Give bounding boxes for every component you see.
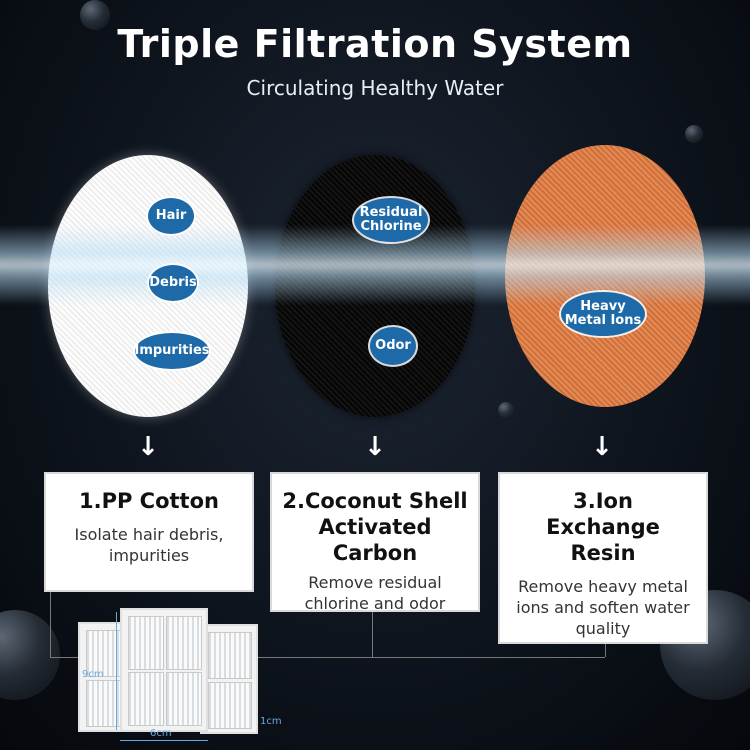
tag-impurities: Impurities xyxy=(134,333,210,369)
connector-line xyxy=(372,612,373,657)
bubble-decoration xyxy=(498,402,514,418)
bubble-decoration xyxy=(0,610,60,700)
card-description: Remove heavy metal ions and soften water… xyxy=(516,577,690,638)
arrow-down-icon: ↓ xyxy=(591,432,613,462)
filter-cartridge-front xyxy=(120,608,208,732)
card-description: Isolate hair debris, impurities xyxy=(74,525,224,565)
tag-residual-chlorine: Residual Chlorine xyxy=(354,198,428,242)
page-title: Triple Filtration System xyxy=(117,22,633,66)
tag-heavy-metal-ions: Heavy Metal Ions xyxy=(561,292,645,336)
card-activated-carbon: 2.Coconut Shell Activated Carbon Remove … xyxy=(270,472,480,613)
card-pp-cotton: 1.PP Cotton Isolate hair debris, impurit… xyxy=(44,472,254,592)
card-ion-exchange: 3.Ion Exchange Resin Remove heavy metal … xyxy=(498,472,708,644)
connector-line xyxy=(50,592,51,657)
filter-cartridge xyxy=(200,624,258,734)
height-label: 9cm xyxy=(82,669,104,680)
card-description: Remove residual chlorine and odor xyxy=(304,573,446,613)
page-subtitle: Circulating Healthy Water xyxy=(246,76,504,100)
connector-line xyxy=(605,644,606,657)
tag-debris: Debris xyxy=(149,265,197,301)
depth-label: 1cm xyxy=(260,716,282,727)
width-dimension-line xyxy=(120,740,208,741)
tag-hair: Hair xyxy=(148,198,194,234)
bubble-decoration xyxy=(80,0,110,30)
card-title: 2.Coconut Shell Activated Carbon xyxy=(282,489,468,565)
card-title: 1.PP Cotton xyxy=(79,489,219,513)
connector-line xyxy=(50,657,605,658)
tag-odor: Odor xyxy=(370,327,416,365)
width-label: 6cm xyxy=(150,728,172,739)
height-dimension-line xyxy=(116,612,117,730)
arrow-down-icon: ↓ xyxy=(364,432,386,462)
arrow-down-icon: ↓ xyxy=(137,432,159,462)
card-title: 3.Ion Exchange Resin xyxy=(546,489,660,565)
bubble-decoration xyxy=(685,125,703,143)
